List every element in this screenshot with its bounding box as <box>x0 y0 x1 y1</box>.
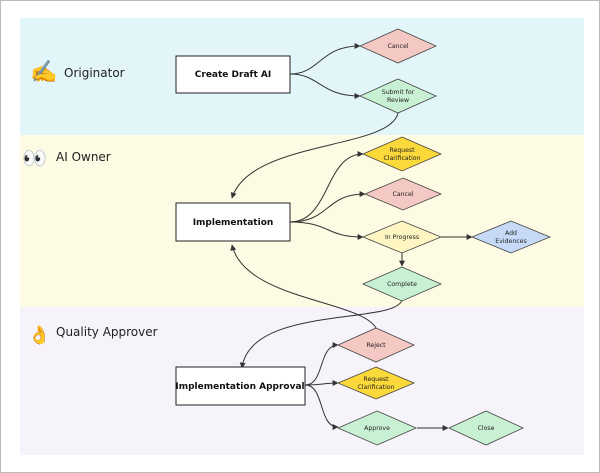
ok-hand-icon: 👌 <box>28 325 50 346</box>
edge-reject-to-implementation <box>230 244 377 329</box>
edge-approval-to-approve <box>304 384 339 430</box>
decision-reject: Reject <box>337 327 415 363</box>
edge-create-to-cancel <box>289 43 361 75</box>
decision-close-shape <box>448 410 524 446</box>
decision-reject-label: Reject <box>366 342 386 349</box>
decision-close: Close <box>448 410 524 446</box>
edge-impl-to-cancel <box>289 191 366 223</box>
decision-in-progress: In Progress <box>361 220 443 254</box>
lane-quality-approver-label: Quality Approver <box>56 325 158 339</box>
box-implementation-label: Implementation <box>193 218 274 228</box>
box-create-draft-ai: Create Draft AI <box>175 55 291 94</box>
decision-request-clarification-1-label: Clarification <box>383 155 420 162</box>
decision-cancel-2-label: Cancel <box>393 191 414 198</box>
edge-complete-to-approval <box>239 299 403 369</box>
decision-close-label: Close <box>478 425 495 432</box>
decision-cancel-1-shape <box>359 28 437 64</box>
writing-hand-icon: ✍️ <box>30 59 57 85</box>
decision-complete-shape <box>361 266 443 302</box>
decision-reject-shape <box>337 327 415 363</box>
box-implementation-approval-label: Implementation Approval <box>175 382 304 392</box>
decision-approve: Approve <box>336 410 418 446</box>
decision-add-evidences-label: Evidences <box>495 238 526 245</box>
edge-submit-to-implementation <box>230 112 399 199</box>
decision-in-progress-label: In Progress <box>385 234 419 241</box>
decision-request-clarification-1-label: Request <box>389 147 415 154</box>
decision-approve-shape <box>336 410 418 446</box>
decision-cancel-2-shape <box>363 177 443 211</box>
eyes-icon: 👀 <box>22 146 47 170</box>
edge-approval-to-reject <box>304 342 339 386</box>
connectors <box>230 43 473 431</box>
edge-impl-to-in-progress <box>289 221 364 240</box>
box-implementation: Implementation <box>175 202 291 242</box>
lane-originator-label: Originator <box>64 66 125 80</box>
box-implementation-approval: Implementation Approval <box>175 366 306 406</box>
decision-submit-review-shape <box>359 78 437 114</box>
decision-add-evidences-shape <box>470 220 552 254</box>
decision-cancel-1-label: Cancel <box>388 43 409 50</box>
decision-request-clarification-2-label: Request <box>363 376 389 383</box>
edge-approval-to-clarification <box>304 380 339 387</box>
decision-complete: Complete <box>361 266 443 302</box>
decision-cancel-2: Cancel <box>363 177 443 211</box>
edge-impl-to-clarification <box>289 151 364 223</box>
decision-request-clarification-1-shape <box>361 136 443 172</box>
lane-originator: ✍️ Originator <box>20 18 584 135</box>
decision-request-clarification-2-shape <box>336 366 416 400</box>
decision-submit-review-label: Submit for <box>382 89 415 96</box>
lane-originator-background <box>20 18 584 135</box>
decision-cancel-1: Cancel <box>359 28 437 64</box>
lane-ai-owner-label: AI Owner <box>56 150 111 164</box>
decision-add-evidences-label: Add <box>505 230 517 237</box>
decision-request-clarification-2-label: Clarification <box>357 384 394 391</box>
decision-approve-label: Approve <box>364 425 390 432</box>
decision-submit-review-label: Review <box>387 97 409 104</box>
edge-create-to-submit <box>289 73 361 99</box>
decision-in-progress-shape <box>361 220 443 254</box>
box-create-draft-ai-label: Create Draft AI <box>195 70 271 80</box>
decision-complete-label: Complete <box>387 281 417 288</box>
